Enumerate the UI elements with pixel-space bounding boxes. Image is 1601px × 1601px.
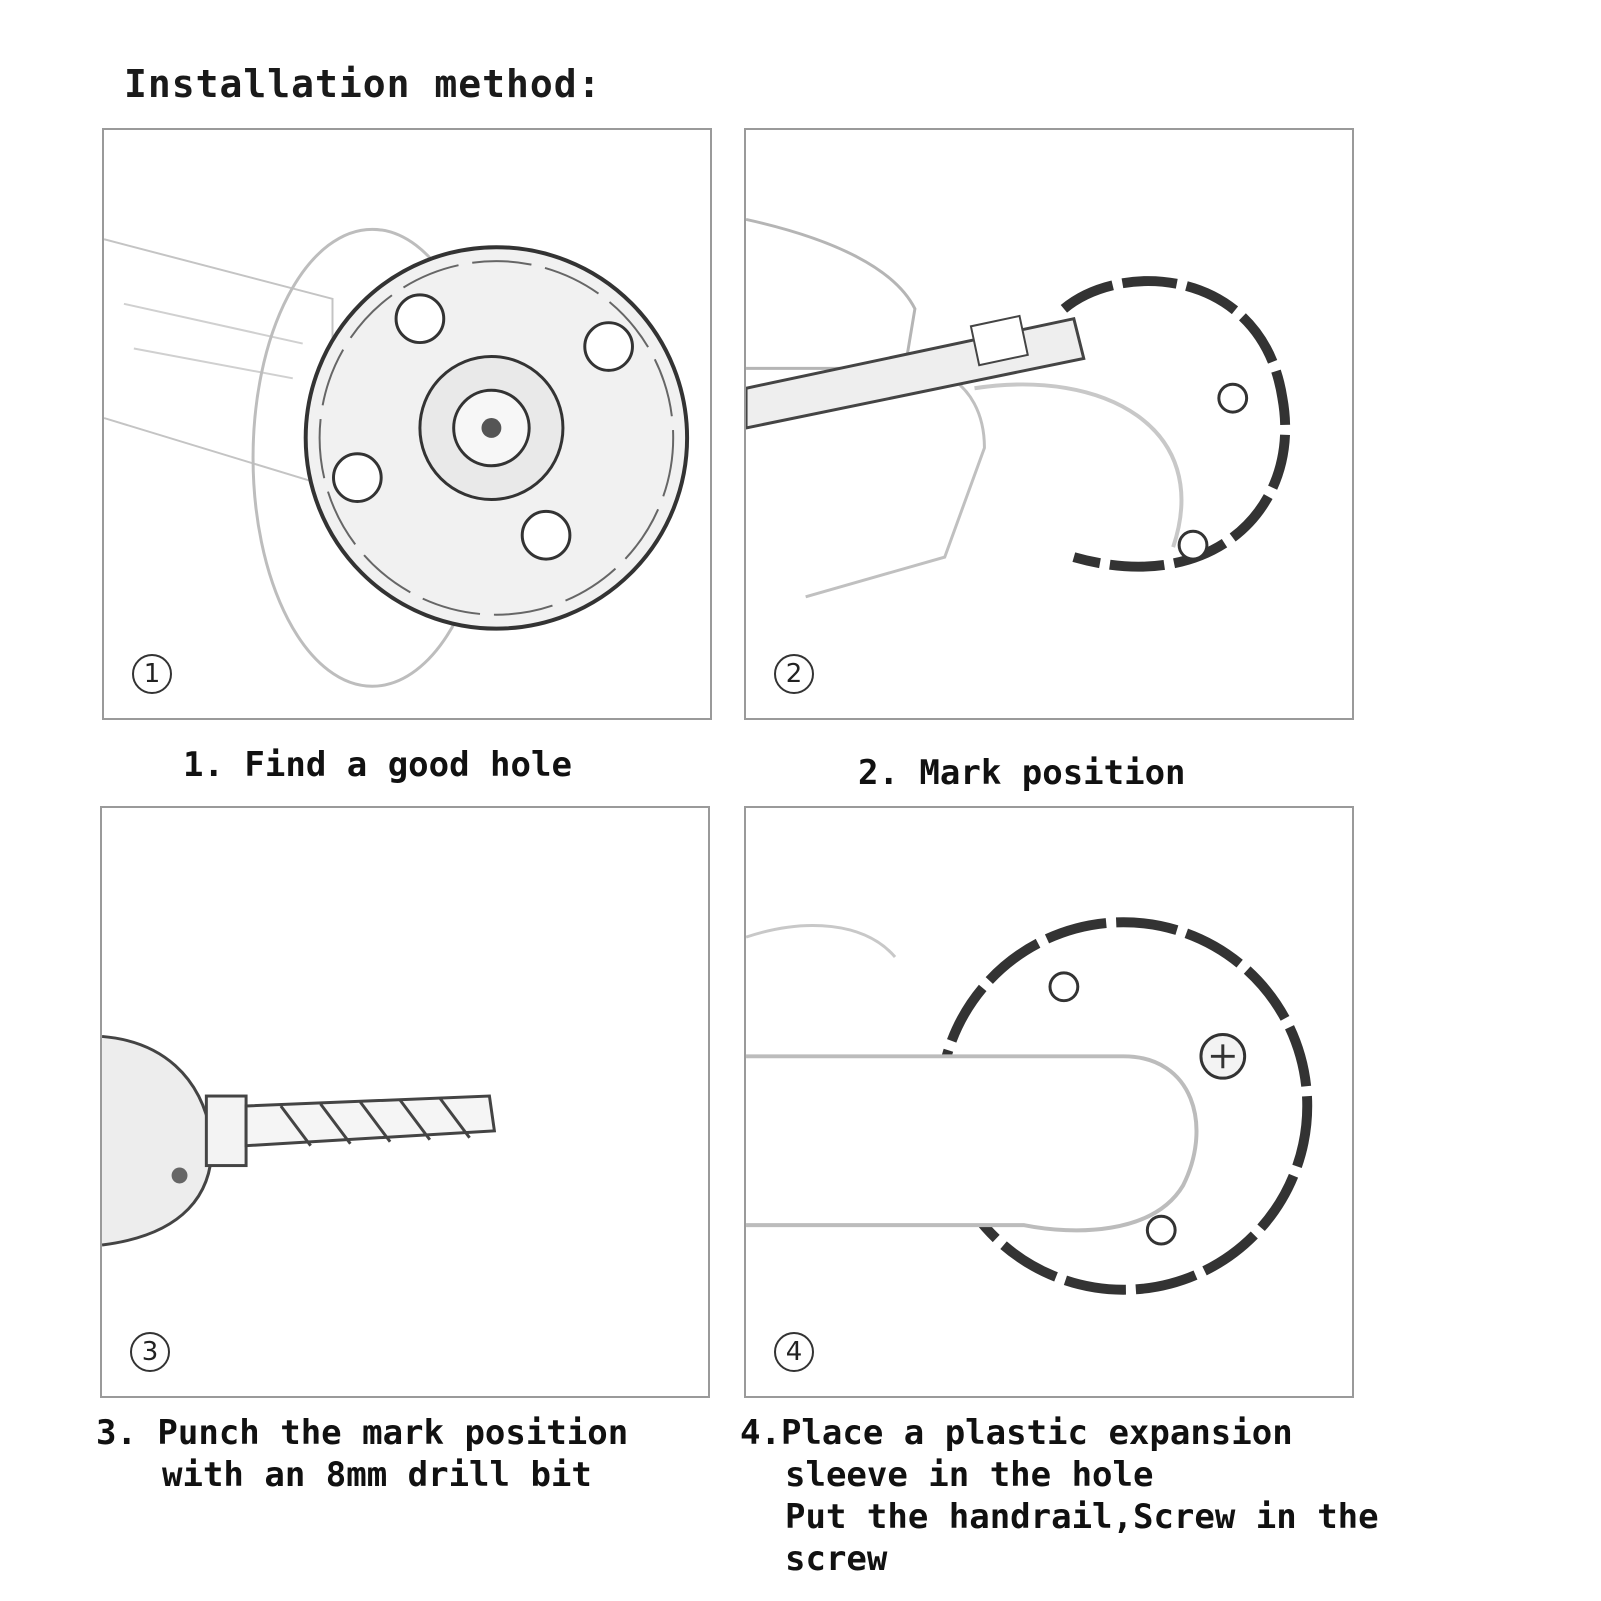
flange-front-sketch xyxy=(104,227,690,688)
step-2-badge: 2 xyxy=(774,654,814,694)
step-1-caption: 1. Find a good hole xyxy=(183,744,572,786)
step-4-illustration: 4 xyxy=(744,806,1354,1398)
step-4-caption-line-4: screw xyxy=(785,1539,888,1579)
step-3-caption-line-1: 3. Punch the mark position xyxy=(96,1413,629,1453)
step-3-caption: 3. Punch the mark position with an 8mm d… xyxy=(96,1412,628,1496)
step-4-caption-line-2: sleeve in the hole xyxy=(785,1455,1154,1495)
step-4-caption: 4.Place a plastic expansion sleeve in th… xyxy=(740,1412,1379,1580)
step-3-caption-line-2: with an 8mm drill bit xyxy=(162,1455,592,1495)
marking-sketch xyxy=(746,217,1291,599)
step-1-caption-line: 1. Find a good hole xyxy=(183,745,572,785)
step-2-illustration: 2 xyxy=(744,128,1354,720)
handrail-mounted-sketch xyxy=(746,917,1313,1295)
step-1-illustration: 1 xyxy=(102,128,712,720)
step-3-illustration: 3 xyxy=(100,806,710,1398)
step-1-badge: 1 xyxy=(132,654,172,694)
page-title: Installation method: xyxy=(124,62,602,106)
step-2-caption: 2. Mark position xyxy=(858,752,1186,794)
step-4-caption-line-3: Put the handrail,Screw in the xyxy=(785,1497,1379,1537)
step-2-caption-line: 2. Mark position xyxy=(858,753,1186,793)
drill-sketch xyxy=(102,1034,497,1247)
step-4-caption-line-1: 4.Place a plastic expansion xyxy=(740,1413,1293,1453)
step-4-badge: 4 xyxy=(774,1332,814,1372)
step-3-badge: 3 xyxy=(130,1332,170,1372)
